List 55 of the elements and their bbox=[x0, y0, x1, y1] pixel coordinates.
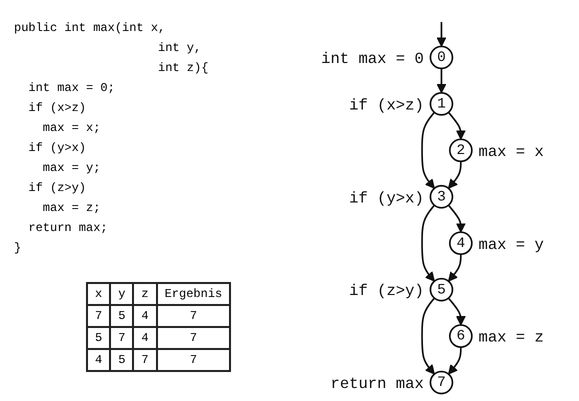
statement-label: if (x>z) bbox=[349, 96, 424, 114]
statement-label: return max bbox=[330, 375, 424, 394]
code-line: return max; bbox=[28, 221, 108, 235]
code-line: max = x; bbox=[42, 121, 100, 135]
arrow bbox=[421, 298, 436, 375]
node-circle: 1 bbox=[430, 92, 454, 116]
arrow bbox=[436, 68, 446, 94]
statement-label: int max = 0 bbox=[321, 50, 424, 68]
code-line: } bbox=[14, 241, 22, 255]
table-cell: 5 bbox=[110, 305, 134, 327]
table-cell: 7 bbox=[110, 327, 134, 349]
arrow bbox=[448, 204, 466, 233]
arrow bbox=[448, 161, 462, 189]
code-line: max = z; bbox=[42, 201, 100, 215]
node-circle: 0 bbox=[430, 46, 454, 70]
arrow bbox=[448, 347, 462, 375]
statement-label: max = x bbox=[478, 142, 544, 161]
arrow bbox=[436, 22, 446, 47]
table-cell: 4 bbox=[133, 327, 157, 349]
table-cell: 4 bbox=[87, 349, 110, 371]
table-cell: 7 bbox=[133, 349, 157, 371]
arrow bbox=[421, 204, 436, 282]
code-line: max = y; bbox=[42, 161, 100, 175]
node-circle: 3 bbox=[430, 184, 454, 209]
arrow bbox=[448, 254, 462, 282]
statement-label: if (y>x) bbox=[349, 189, 424, 208]
table-cell: 7 bbox=[87, 305, 110, 327]
node-circle: 4 bbox=[449, 231, 473, 256]
code-line: public int max(int x, bbox=[14, 21, 166, 35]
table-header-cell: x bbox=[87, 283, 110, 305]
table-header-cell: y bbox=[110, 283, 134, 305]
statement-label: max = z bbox=[478, 328, 544, 347]
table-cell: 5 bbox=[87, 327, 110, 349]
node-circle: 7 bbox=[430, 370, 454, 394]
code-line: int z){ bbox=[158, 61, 208, 75]
statement-label: if (z>y) bbox=[349, 282, 424, 300]
code-line: int y, bbox=[158, 41, 202, 55]
code-line: if (y>x) bbox=[28, 141, 86, 155]
code-line: if (z>y) bbox=[28, 181, 86, 195]
code-line: int max = 0; bbox=[28, 81, 115, 95]
node-circle: 6 bbox=[449, 324, 473, 348]
code-line: if (x>z) bbox=[28, 101, 86, 115]
statement-label: max = y bbox=[478, 236, 544, 254]
table-cell: 7 bbox=[156, 305, 230, 327]
node-circle: 5 bbox=[430, 278, 454, 302]
node-circle: 2 bbox=[449, 138, 473, 162]
table-cell: 7 bbox=[156, 349, 230, 371]
table-header-cell: Ergebnis bbox=[156, 283, 230, 305]
arrow bbox=[448, 112, 466, 140]
arrow bbox=[421, 112, 436, 189]
table-cell: 5 bbox=[110, 349, 134, 371]
table-cell: 4 bbox=[133, 305, 157, 327]
arrow bbox=[448, 298, 466, 326]
table-header-cell: z bbox=[133, 283, 157, 305]
table-cell: 7 bbox=[156, 327, 230, 349]
